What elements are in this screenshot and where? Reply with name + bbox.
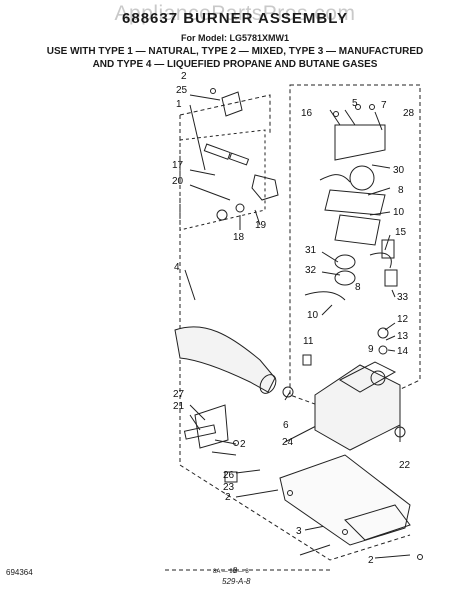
callout-12: 12 [397,314,409,325]
screw-part-2b [233,440,239,446]
callout-19: 19 [255,220,267,231]
page-title: 688637 BURNER ASSEMBLY [122,10,348,27]
screw-part-3 [342,529,348,535]
spring-bracket-10 [334,214,381,246]
pipe-part-17b [228,152,250,166]
callout-27: 27 [173,389,185,400]
burner-tube [174,326,276,393]
callout-2d: 2 [368,555,374,566]
usage-line-1: USE WITH TYPE 1 — NATURAL, TYPE 2 — MIXE… [46,46,424,57]
valve-port [370,370,386,386]
callout-1: 1 [176,99,182,110]
callout-28: 28 [403,108,415,119]
screw-part-7 [369,104,375,110]
callout-2b: 2 [240,439,246,450]
callout-33: 33 [397,292,409,303]
watermark: AppliancePartsPros.com [114,2,356,25]
model-line: For Model: LG5781XMW1 [180,33,289,43]
plug-part-22 [394,426,406,438]
gas-valve-body [314,364,401,451]
callout-8a: 8 [398,185,404,196]
callout-20: 20 [172,176,184,187]
base-plate-23 [279,454,411,546]
fitting-part-6 [282,386,294,398]
callout-8b: 8 [355,282,361,293]
callout-23: 23 [223,482,235,493]
callout-13: 13 [397,331,409,342]
bracket-part-28 [334,124,386,161]
spring-part-14 [378,345,388,355]
valve-top [338,361,397,393]
inner-dashed-box [179,129,266,231]
callout-11: 11 [303,336,314,347]
seal-part-11 [302,354,312,366]
callout-24: 24 [282,437,294,448]
footer-code: 529-A-8 [222,577,251,586]
base-flange [344,504,411,541]
igniter-element [183,424,217,440]
callout-10a: 10 [393,207,405,218]
callout-9: 9 [368,344,374,355]
orifice-part-19 [235,203,245,213]
callout-16: 16 [301,108,313,119]
callout-7: 7 [381,100,387,111]
callout-2c: 2 [225,492,231,503]
igniter-bracket [194,404,229,449]
screw-part-16 [333,111,339,117]
coil-part-31 [334,254,356,270]
callout-21: 21 [173,401,185,412]
drawing-code: 8A — 99 — 8 [213,569,249,575]
control-frame-outline [289,84,421,416]
usage-line-2: AND TYPE 4 — LIQUEFIED PROPANE AND BUTAN… [92,59,378,70]
callout-14: 14 [397,346,409,357]
connector-part-26 [224,471,238,483]
switch-part-15 [381,239,395,259]
callout-10b: 10 [307,310,319,321]
callout-3: 3 [296,526,302,537]
footer-page-number: 8 [233,566,238,575]
bracket-part-25 [221,91,243,117]
callout-32: 32 [305,265,317,276]
callout-4: 4 [174,262,180,273]
valve-part-20 [251,174,279,201]
mounting-plate-8 [324,189,386,216]
housing-outline [179,94,411,561]
connector-part-33 [384,269,398,287]
callout-30: 30 [393,165,405,176]
screw-part-2c [287,490,293,496]
callout-5: 5 [352,98,358,109]
screw-part-2d [417,554,423,560]
screw-part-2a [210,88,216,94]
coil-part-32 [334,270,356,286]
pipe-part-17 [203,143,231,160]
callout-25: 25 [176,85,188,96]
plug-part-12 [377,327,389,339]
callout-15: 15 [395,227,407,238]
burner-tube-end [259,374,277,394]
screw-part-5 [355,104,361,110]
callout-31: 31 [305,245,317,256]
callout-22: 22 [399,460,411,471]
callout-26: 26 [223,470,235,481]
callout-17: 17 [172,160,184,171]
callout-6: 6 [283,420,289,431]
callout-2a: 2 [181,71,187,82]
orifice-part-18 [216,209,228,221]
wire-harness [304,174,392,301]
footer-part-number: 694364 [6,568,33,577]
callout-18: 18 [233,232,245,243]
solenoid-coil-30 [349,165,375,191]
